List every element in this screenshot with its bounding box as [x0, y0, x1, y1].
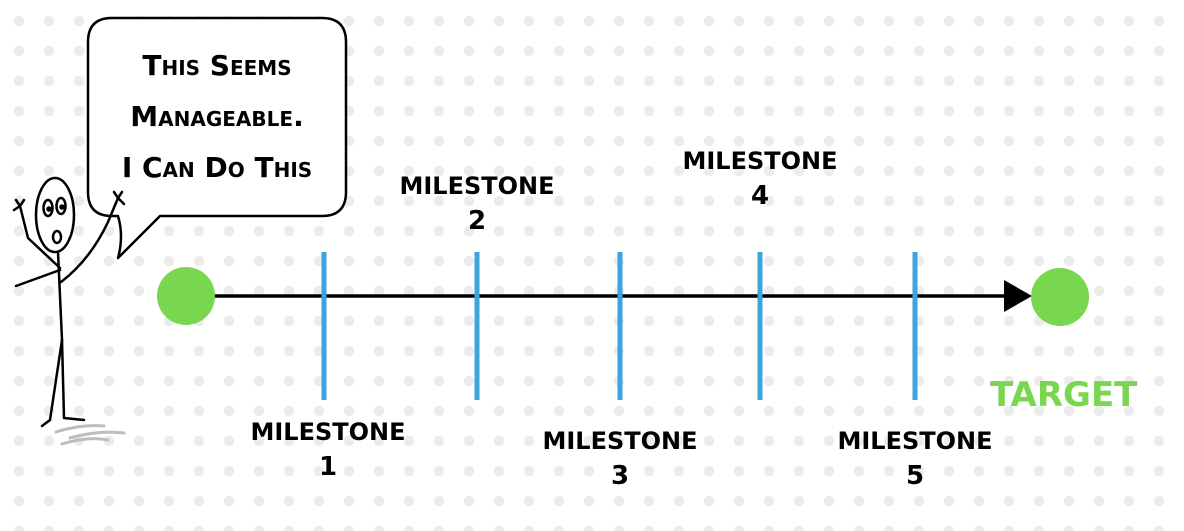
stick-figure-icon — [12, 176, 126, 428]
milestone-number: 5 — [905, 461, 925, 491]
speech-line: Manageable. — [130, 100, 304, 133]
milestone-word: Milestone — [682, 147, 838, 175]
milestone-number: 3 — [610, 461, 630, 491]
milestone-2-label: Milestone 2 — [392, 174, 562, 234]
milestone-number: 1 — [318, 452, 338, 482]
target-label: Target — [990, 375, 1138, 415]
speech-bubble-text: This Seems Manageable. I Can Do This — [90, 40, 344, 193]
milestone-word: Milestone — [399, 172, 555, 200]
milestone-4-label: Milestone 4 — [675, 149, 845, 209]
milestone-number: 4 — [750, 181, 770, 211]
milestone-1-label: Milestone 1 — [243, 420, 413, 480]
milestone-word: Milestone — [837, 427, 993, 455]
target-node — [1031, 268, 1089, 326]
milestone-number: 2 — [467, 206, 487, 236]
arrowhead-icon — [1004, 280, 1032, 312]
speech-line: This Seems — [142, 49, 292, 82]
speech-bubble — [86, 16, 348, 260]
milestone-word: Milestone — [250, 418, 406, 446]
ground-scribble — [54, 424, 126, 446]
speech-line: I Can Do This — [121, 151, 313, 184]
milestone-5-label: Milestone 5 — [830, 429, 1000, 489]
milestone-word: Milestone — [542, 427, 698, 455]
milestone-3-label: Milestone 3 — [535, 429, 705, 489]
start-node — [157, 267, 215, 325]
